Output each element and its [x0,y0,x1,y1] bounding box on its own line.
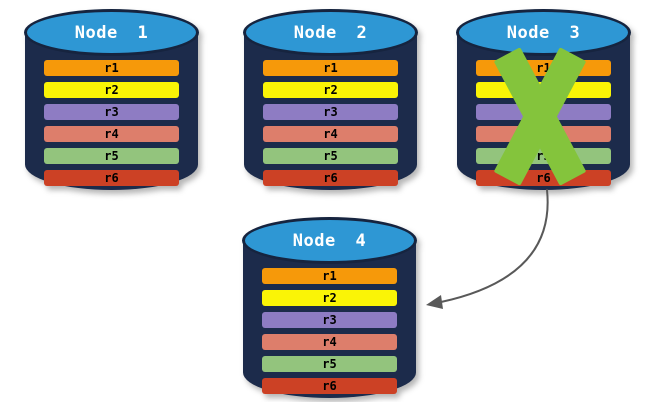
cylinder-top: Node 3 [456,9,631,56]
node-title: Node 3 [506,22,581,43]
replica-rows: r1 r2 r3 r4 r5 r6 [44,60,179,192]
cylinder-top: Node 4 [242,217,417,264]
replica-row: r5 [262,356,397,372]
cylinder-top: Node 1 [24,9,199,56]
replica-row: r3 [44,104,179,120]
db-node-3-failed: Node 3 r1 r2 r3 r4 r5 r6 [456,9,631,190]
replica-row: r1 [263,60,398,76]
replica-row: r1 [44,60,179,76]
db-node-1: Node 1 r1 r2 r3 r4 r5 r6 [24,9,199,190]
replica-row: r5 [263,148,398,164]
replica-row: r3 [263,104,398,120]
replica-row: r4 [263,126,398,142]
cylinder-top: Node 2 [243,9,418,56]
replica-row: r6 [262,378,397,394]
replica-row: r2 [44,82,179,98]
replica-rows: r1 r2 r3 r4 r5 r6 [262,268,397,400]
replica-rows: r1 r2 r3 r4 r5 r6 [263,60,398,192]
node-title: Node 1 [74,22,149,43]
arrowhead-icon [426,295,443,309]
replica-row: r5 [44,148,179,164]
replica-row: r4 [262,334,397,350]
replica-row: r3 [262,312,397,328]
replica-row: r4 [44,126,179,142]
replica-row: r6 [263,170,398,186]
node-title: Node 2 [293,22,368,43]
replica-row: r6 [44,170,179,186]
arrow-curve [440,189,549,303]
replica-row: r1 [262,268,397,284]
node-title: Node 4 [292,230,367,251]
replica-row: r2 [262,290,397,306]
replica-row: r2 [263,82,398,98]
db-node-4: Node 4 r1 r2 r3 r4 r5 r6 [242,217,417,398]
db-node-2: Node 2 r1 r2 r3 r4 r5 r6 [243,9,418,190]
